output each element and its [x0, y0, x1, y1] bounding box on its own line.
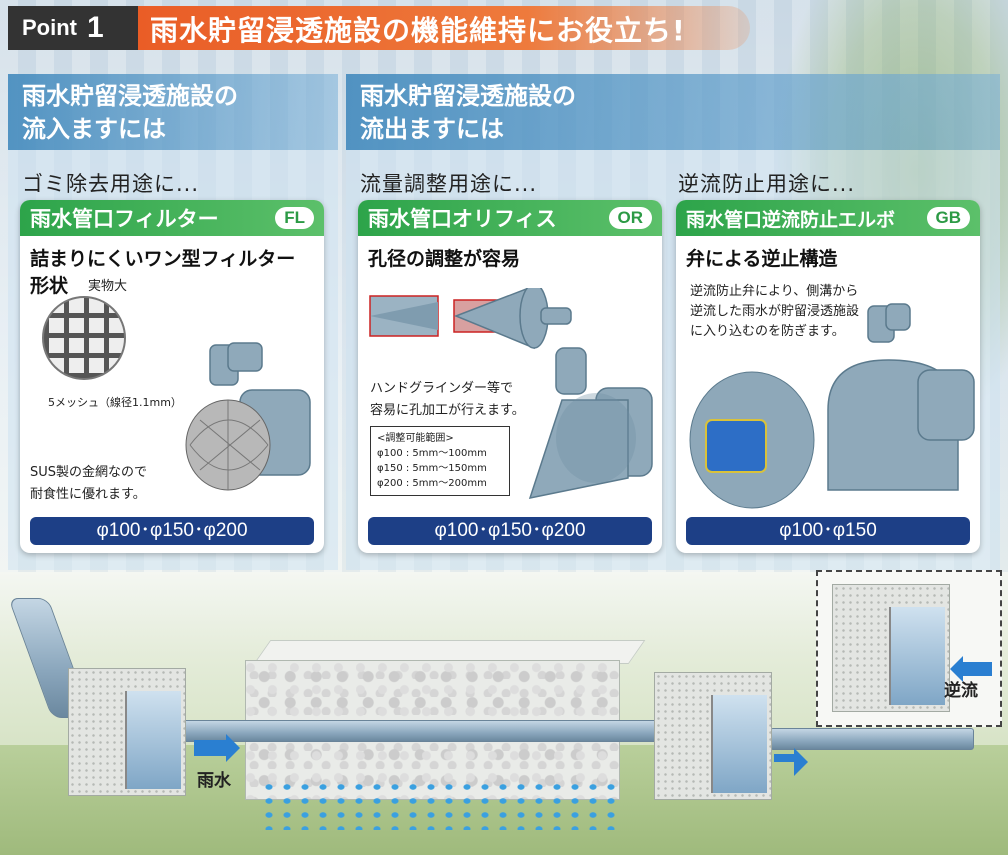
real-size-label: 実物大 — [88, 279, 128, 294]
use-label-elbow: 逆流防止用途に... — [678, 172, 856, 196]
filter-size-bar: φ100･φ150･φ200 — [30, 517, 314, 545]
outflow-basin-cutaway — [711, 695, 767, 793]
product-feature: 弁による逆止構造 — [686, 248, 838, 270]
outflow-banner: 雨水貯留浸透施設の 流出ますには — [346, 74, 1000, 150]
rain-label: 雨水 — [197, 771, 231, 791]
card-header: 雨水管口逆流防止エルボ GB — [676, 200, 980, 236]
range-title: <調整可能範囲> — [377, 433, 454, 444]
elbow-note-line1: 逆流防止弁により、側溝から — [690, 284, 859, 299]
orifice-note-line1: ハンドグラインダー等で — [370, 381, 514, 396]
filter-product-icon — [185, 342, 311, 491]
point-word: Point — [22, 15, 77, 40]
elbow-size-bar: φ100･φ150 — [686, 517, 970, 545]
inflow-basin — [68, 668, 186, 796]
filter-note-line1: SUS製の金網なので — [30, 465, 148, 480]
infiltration-droplets — [260, 780, 620, 830]
backflow-label: 逆流 — [944, 681, 978, 701]
range-row: φ100 : 5mm〜100mm — [377, 448, 487, 459]
card-header: 雨水管口オリフィス OR — [358, 200, 662, 236]
product-feature: 孔径の調整が容易 — [368, 248, 521, 270]
elbow-product-icon — [689, 303, 975, 509]
point-badge: Point 1 — [8, 6, 138, 50]
point-number: 1 — [87, 11, 104, 44]
mesh-sample-image — [42, 296, 126, 380]
card-header: 雨水管口フィルター FL — [20, 200, 324, 236]
backflow-detail-inset — [816, 570, 1002, 727]
product-card-orifice: 雨水管口オリフィス OR 孔径の調整が容易 — [358, 200, 662, 553]
filter-note: SUS製の金網なので 耐食性に優れます。 — [30, 462, 147, 506]
mesh-spec: 5メッシュ（線径1.1mm） — [48, 396, 182, 409]
connecting-pipe — [180, 720, 660, 742]
elbow-note: 逆流防止弁により、側溝から 逆流した雨水が貯留浸透施設 に入り込むのを防ぎます。 — [690, 282, 859, 342]
outflow-arrow-icon — [774, 748, 808, 776]
product-feature: 詰まりにくいワン型フィルター形状 — [30, 248, 296, 297]
product-code-badge: FL — [275, 207, 314, 229]
product-code-badge: GB — [926, 207, 970, 229]
elbow-note-line3: に入り込むのを防ぎます。 — [690, 324, 845, 339]
orifice-note: ハンドグラインダー等で 容易に孔加工が行えます。 — [370, 378, 525, 422]
orifice-note-line2: 容易に孔加工が行えます。 — [370, 403, 525, 418]
product-name: 雨水管口オリフィス — [368, 207, 557, 231]
detail-basin — [832, 584, 950, 712]
outflow-title-line2: 流出ますには — [360, 115, 504, 143]
product-code-badge: OR — [608, 207, 652, 229]
elbow-note-line2: 逆流した雨水が貯留浸透施設 — [690, 304, 860, 319]
use-label-orifice: 流量調整用途に... — [360, 172, 538, 196]
outflow-basin — [654, 672, 772, 800]
inflow-basin-cutaway — [125, 691, 181, 789]
orifice-size-bar: φ100･φ150･φ200 — [368, 517, 652, 545]
adjustable-range-box: <調整可能範囲> φ100 : 5mm〜100mm φ150 : 5mm〜150… — [370, 426, 510, 496]
outflow-title-line1: 雨水貯留浸透施設の — [360, 82, 576, 110]
use-label-filter: ゴミ除去用途に... — [22, 172, 200, 196]
inflow-title-line1: 雨水貯留浸透施設の — [22, 82, 238, 110]
product-name: 雨水管口フィルター — [30, 207, 219, 231]
orifice-product-icon — [369, 288, 653, 499]
filter-note-line2: 耐食性に優れます。 — [30, 487, 146, 502]
rain-arrow-icon — [194, 734, 240, 762]
backflow-arrow-icon — [950, 656, 992, 682]
outflow-pipe — [770, 728, 974, 750]
range-row: φ150 : 5mm〜150mm — [377, 463, 487, 474]
inflow-title-line2: 流入ますには — [22, 115, 166, 143]
detail-basin-cutaway — [889, 607, 945, 705]
product-card-elbow: 雨水管口逆流防止エルボ GB 弁による逆止構造 — [676, 200, 980, 553]
product-name: 雨水管口逆流防止エルボ — [686, 208, 896, 231]
range-row: φ200 : 5mm〜200mm — [377, 478, 487, 489]
inflow-banner: 雨水貯留浸透施設の 流入ますには — [8, 74, 338, 150]
page-title: 雨水貯留浸透施設の機能維持にお役立ち! — [150, 14, 686, 47]
